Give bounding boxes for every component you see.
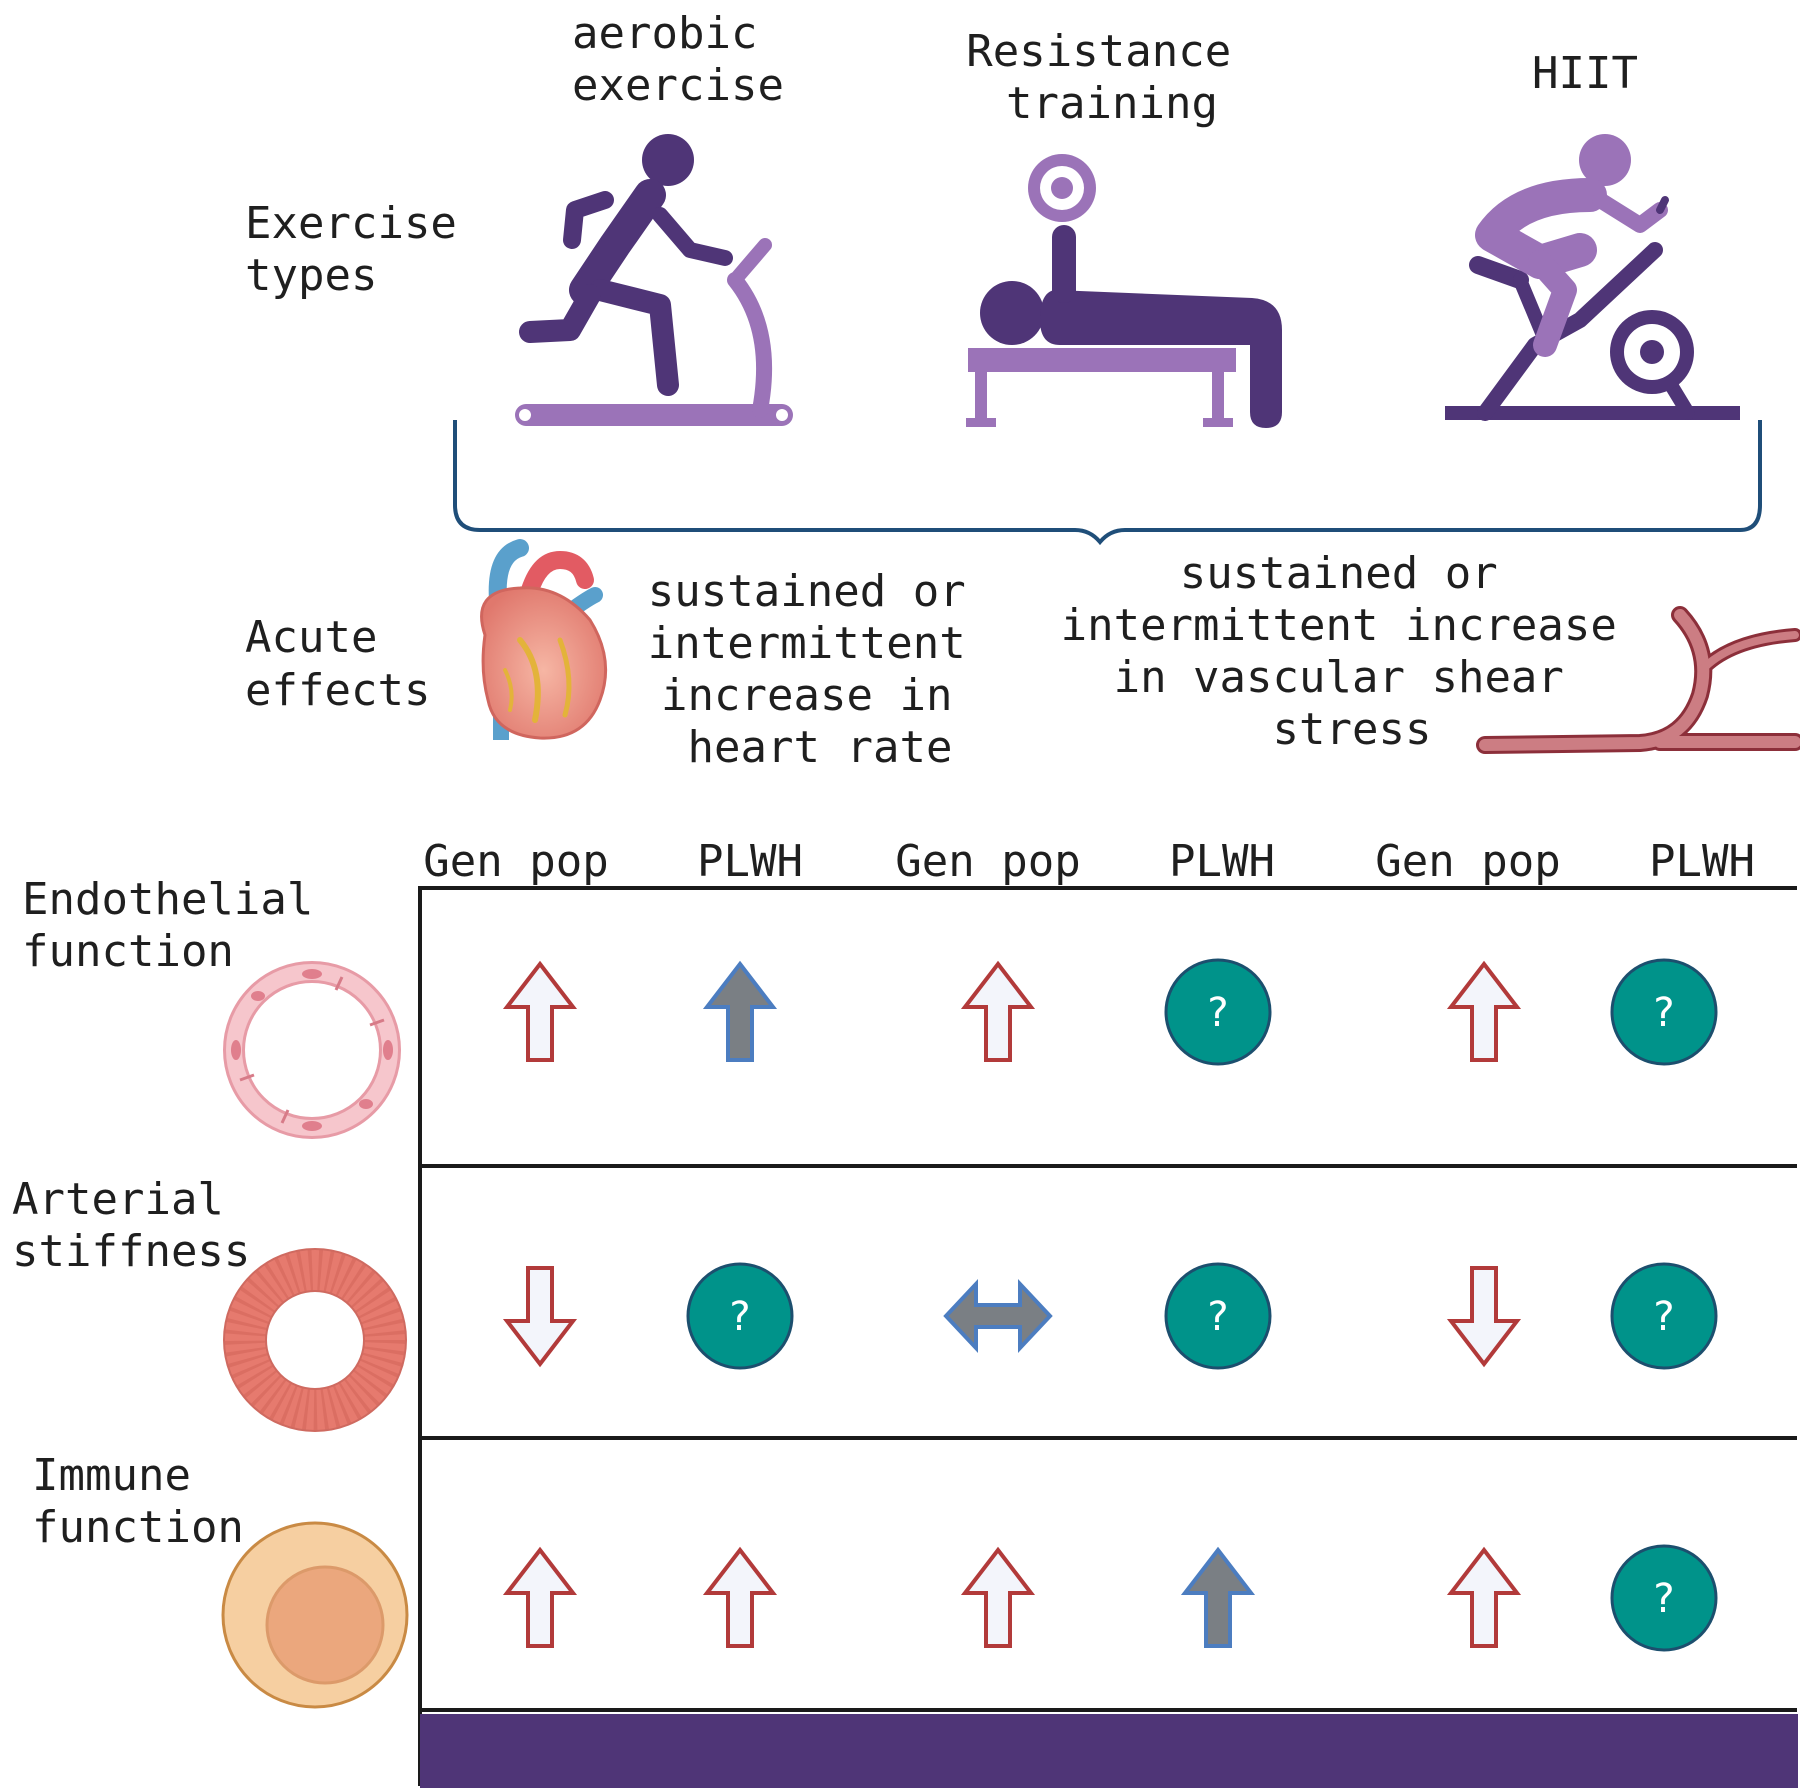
- unknown-circle-icon: ?: [1610, 1544, 1718, 1652]
- column-header: Gen pop: [423, 836, 608, 887]
- section-label-exercise-types: Exercise types: [245, 198, 483, 301]
- exercise-title-resistance: Resistance training: [966, 26, 1257, 129]
- blood-vessel-icon: [1476, 606, 1800, 754]
- section-label-acute-effects: Acute effects: [245, 612, 430, 716]
- row-label-endothelial: Endothelial function: [22, 874, 340, 977]
- increase-arrow-icon: [960, 1546, 1036, 1648]
- unknown-circle-icon: ?: [1164, 958, 1272, 1066]
- increase-arrow-icon: [502, 1546, 578, 1648]
- unknown-symbol: ?: [1207, 990, 1228, 1036]
- column-header: PLWH: [697, 836, 803, 887]
- endothelial-cell-ring-icon: [223, 961, 401, 1139]
- column-header: PLWH: [1649, 836, 1755, 887]
- acute-effect-shear-stress-text: sustained or intermittent increase in va…: [1061, 548, 1644, 755]
- row-label-arterial: Arterial stiffness: [12, 1174, 250, 1277]
- unknown-symbol: ?: [1653, 990, 1674, 1036]
- immune-cell-icon: [221, 1521, 409, 1709]
- heart-icon: [480, 539, 608, 740]
- evidence-increase-arrow-icon: [1180, 1546, 1256, 1648]
- unknown-symbol: ?: [729, 1294, 750, 1340]
- increase-arrow-icon: [702, 1546, 778, 1648]
- increase-arrow-icon: [502, 960, 578, 1062]
- row-label-immune: Immune function: [32, 1450, 244, 1553]
- unknown-circle-icon: ?: [1164, 1262, 1272, 1370]
- table-grid: [418, 886, 1797, 1786]
- column-header: Gen pop: [895, 836, 1080, 887]
- column-header: PLWH: [1169, 836, 1275, 887]
- acute-effect-heart-rate-text: sustained or intermittent increase in he…: [648, 566, 992, 773]
- column-headers: Gen pop PLWH Gen pop PLWH Gen pop PLWH: [423, 836, 1755, 887]
- unknown-symbol: ?: [1653, 1294, 1674, 1340]
- decrease-arrow-icon: [1446, 1266, 1522, 1368]
- increase-arrow-icon: [1446, 1546, 1522, 1648]
- unknown-symbol: ?: [1653, 1576, 1674, 1622]
- unknown-symbol: ?: [1207, 1294, 1228, 1340]
- stationary-bike-icon: [1445, 134, 1740, 421]
- table-cells: ??????: [502, 958, 1718, 1652]
- increase-arrow-icon: [1446, 960, 1522, 1062]
- unknown-circle-icon: ?: [1610, 958, 1718, 1066]
- unknown-circle-icon: ?: [1610, 1262, 1718, 1370]
- unknown-circle-icon: ?: [686, 1262, 794, 1370]
- exercise-title-aerobic: aerobic exercise: [572, 8, 784, 111]
- no-change-arrow-icon: [943, 1278, 1053, 1354]
- increase-arrow-icon: [960, 960, 1036, 1062]
- artery-cross-section-icon: [223, 1248, 407, 1432]
- exercise-title-hiit: HIIT: [1532, 48, 1638, 99]
- footer-bar: [420, 1714, 1798, 1788]
- bench-press-icon: [966, 154, 1282, 428]
- column-header: Gen pop: [1375, 836, 1560, 887]
- treadmill-runner-icon: [515, 134, 793, 426]
- evidence-increase-arrow-icon: [702, 960, 778, 1062]
- grouping-brace: [453, 420, 1762, 546]
- decrease-arrow-icon: [502, 1266, 578, 1368]
